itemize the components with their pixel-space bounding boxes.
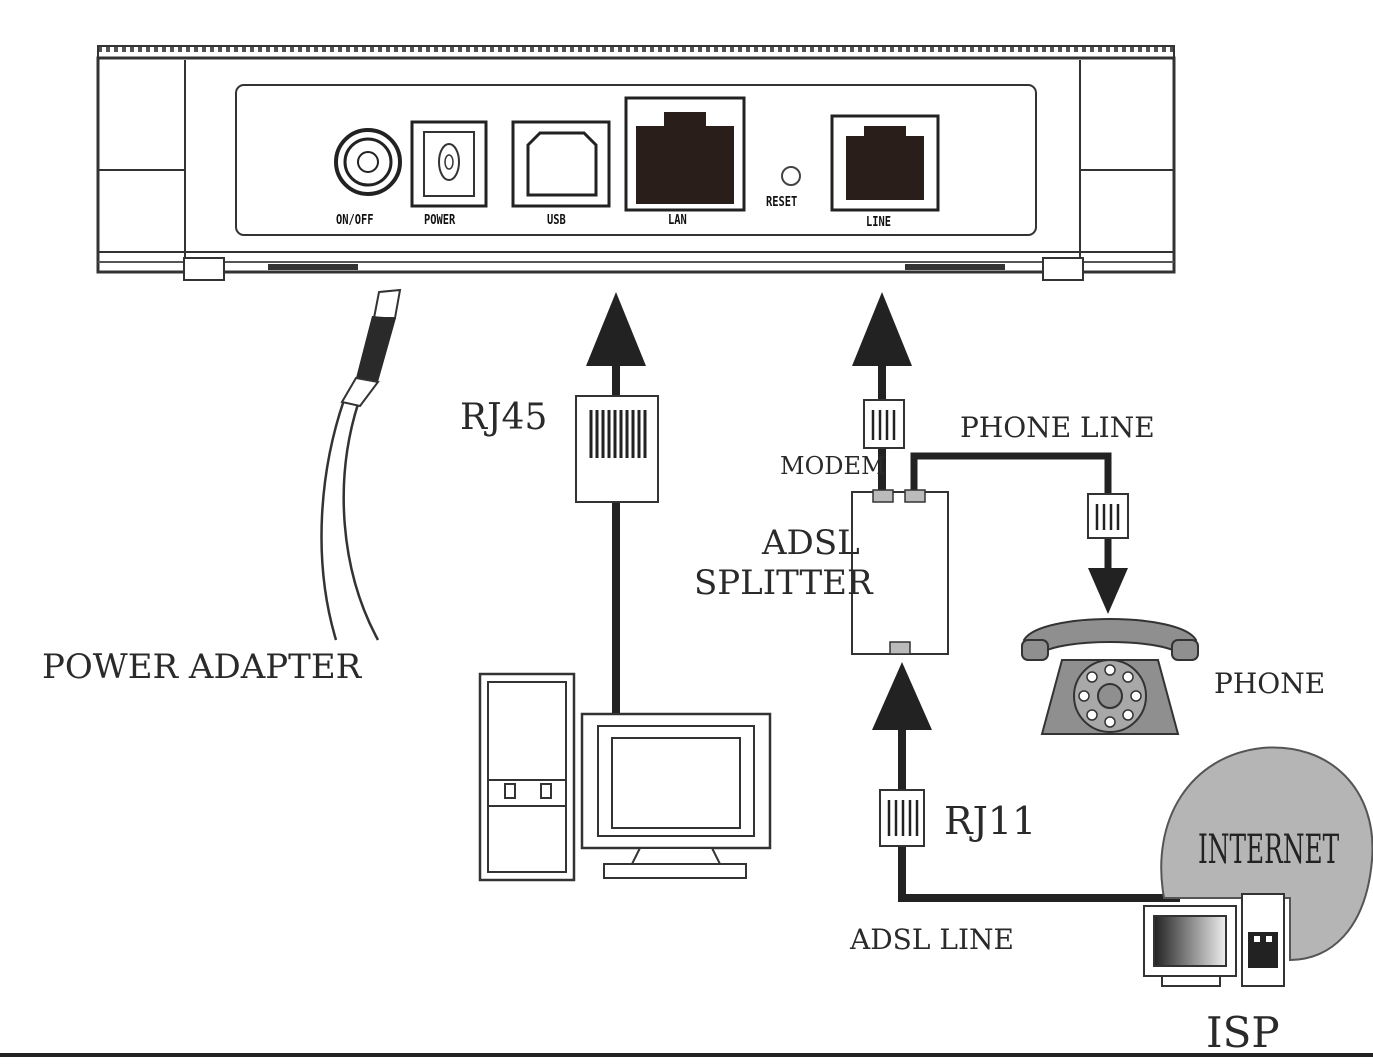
modem-label: MODEM <box>780 452 886 480</box>
rj45-connector-icon <box>575 395 659 503</box>
reset-button <box>781 166 801 186</box>
port-label-reset: RESET <box>766 195 798 210</box>
internet-cloud-icon <box>1160 746 1373 962</box>
modem-cable <box>852 292 912 492</box>
phone-label: PHONE <box>1214 667 1326 700</box>
power-plug-icon <box>320 288 402 641</box>
power-adapter-label: POWER ADAPTER <box>42 647 362 687</box>
adsl-splitter-label-line1: ADSL <box>762 523 860 563</box>
onoff-switch <box>334 128 402 196</box>
port-label-line: LINE <box>866 215 892 230</box>
adsl-line-cable <box>872 662 1180 902</box>
rj45-label: RJ45 <box>460 397 548 438</box>
power-port <box>410 120 488 208</box>
adsl-splitter-label-line2: SPLITTER <box>694 563 873 603</box>
usb-port <box>511 120 611 208</box>
lan-cable <box>586 292 646 714</box>
lan-port <box>624 96 746 212</box>
isp-label: ISP <box>1206 1008 1280 1057</box>
splitter-box <box>851 489 949 655</box>
rj11-label: RJ11 <box>944 799 1037 843</box>
desktop-computer-icon <box>478 672 772 882</box>
port-label-onoff: ON/OFF <box>336 213 374 228</box>
rj11-connector-icon <box>863 399 905 449</box>
rj11-connector-icon <box>1087 493 1129 539</box>
internet-label: INTERNET <box>1198 827 1340 873</box>
telephone-icon <box>1021 618 1199 735</box>
phone-line-label: PHONE LINE <box>960 411 1155 444</box>
port-label-usb: USB <box>547 213 566 228</box>
rj11-connector-icon <box>879 789 925 847</box>
isp-computer-icon <box>1143 893 1285 987</box>
phone-line-cable <box>910 452 1128 614</box>
port-label-power: POWER <box>424 213 456 228</box>
line-port <box>830 114 940 212</box>
adsl-line-label: ADSL LINE <box>850 923 1014 956</box>
port-label-lan: LAN <box>668 213 687 228</box>
